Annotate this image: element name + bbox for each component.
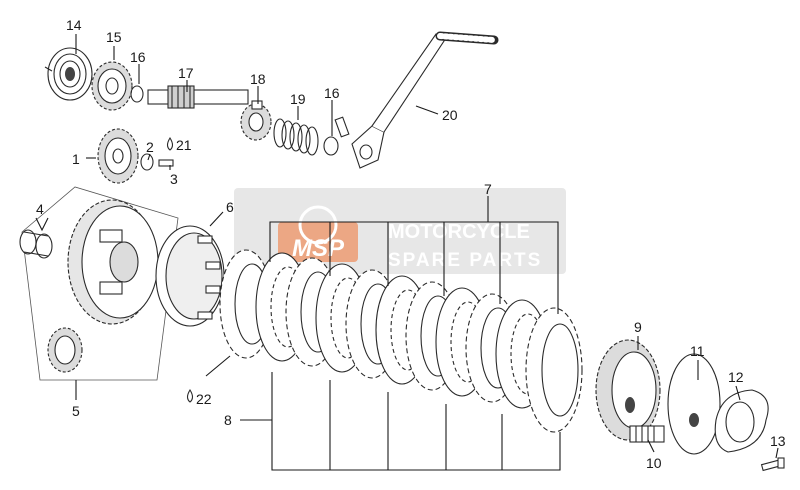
callout-21: 21 <box>176 137 192 153</box>
spring-plate-part <box>667 353 721 455</box>
callout-10: 10 <box>646 455 662 471</box>
callout-6: 6 <box>226 199 234 215</box>
callout-16-lower: 16 <box>324 85 340 101</box>
gear-bolt-part <box>158 159 174 167</box>
callout-19: 19 <box>290 91 306 107</box>
ratchet-spring-part <box>273 118 319 156</box>
pressure-plate-part <box>595 339 661 441</box>
washer-part-upper <box>130 85 144 103</box>
drop-icon-21 <box>166 136 174 151</box>
leader-lines <box>35 34 779 471</box>
callout-labels: 1 2 3 4 5 6 7 8 9 10 11 12 13 14 15 16 1… <box>36 17 786 471</box>
callout-7: 7 <box>484 181 492 197</box>
washer-part-lower <box>323 136 339 156</box>
friction-plate-part <box>525 307 583 433</box>
inner-hub-part <box>155 225 225 327</box>
ratchet-part <box>240 100 272 141</box>
needle-bearing-part <box>19 229 53 259</box>
primary-gear-part <box>47 327 83 373</box>
gear-part <box>97 128 139 184</box>
watermark: MSP MOTORCYCLE SPARE PARTS <box>234 188 566 274</box>
kick-spring-part <box>44 47 93 101</box>
callout-5: 5 <box>72 403 80 419</box>
thrust-washer-part <box>140 153 154 171</box>
callout-16-upper: 16 <box>130 49 146 65</box>
callout-2: 2 <box>146 139 154 155</box>
callout-22: 22 <box>196 391 212 407</box>
kick-shaft-part <box>147 85 249 109</box>
kick-gear-part <box>91 61 133 111</box>
callout-15: 15 <box>106 29 122 45</box>
watermark-line1: MOTORCYCLE <box>388 221 530 243</box>
callout-18: 18 <box>250 71 266 87</box>
logo-text: MSP <box>292 235 345 262</box>
callout-3: 3 <box>170 171 178 187</box>
callout-9: 9 <box>634 319 642 335</box>
drop-icon-22 <box>186 388 194 403</box>
callout-4: 4 <box>36 201 44 217</box>
callout-8: 8 <box>224 412 232 428</box>
watermark-line2: SPARE PARTS <box>388 250 542 271</box>
msp-logo: MSP <box>278 205 358 262</box>
pinch-bolt-part <box>334 116 350 138</box>
retainer-bolt-part <box>760 457 785 472</box>
spring-retainer-part <box>714 389 769 453</box>
callout-17: 17 <box>178 65 194 81</box>
callout-13: 13 <box>770 433 786 449</box>
clutch-basket-part <box>67 199 159 325</box>
callout-1: 1 <box>72 151 80 167</box>
callout-12: 12 <box>728 369 744 385</box>
callout-11: 11 <box>690 343 705 359</box>
clutch-spring-part <box>629 425 665 443</box>
callout-14: 14 <box>66 17 82 33</box>
kickstart-lever-part <box>351 31 499 169</box>
callout-20: 20 <box>442 107 458 123</box>
